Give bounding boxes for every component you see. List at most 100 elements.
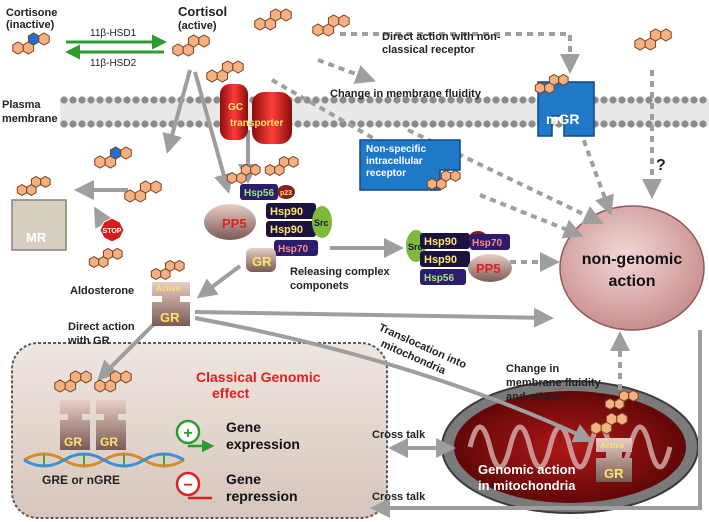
lipid-head <box>312 120 320 128</box>
lipid-head <box>132 96 140 104</box>
lipid-head <box>384 96 392 104</box>
lipid-head <box>618 96 626 104</box>
lipid-head <box>447 120 455 128</box>
cortisol-to-complex-arrow <box>193 71 234 194</box>
mito-gr: Active GR <box>596 438 632 482</box>
lipid-head <box>465 96 473 104</box>
gene-repression: − Gene repression <box>175 471 298 504</box>
steroid-ring <box>660 28 672 42</box>
hsp90-label-left-2: Hsp90 <box>270 224 303 236</box>
lipid-head <box>438 120 446 128</box>
lipid-head <box>411 120 419 128</box>
gr-dimer: GR GR <box>60 400 126 450</box>
lipid-head <box>303 120 311 128</box>
steroid-ring <box>269 8 282 22</box>
lipid-head <box>393 120 401 128</box>
lipid-head <box>321 96 329 104</box>
lipid-head <box>348 96 356 104</box>
classical-label-2: effect <box>212 385 250 401</box>
lipid-head <box>465 120 473 128</box>
cross-talk-bottom-arrow <box>370 330 702 518</box>
cross-talk-label-2: Cross talk <box>372 491 426 503</box>
lipid-head <box>78 96 86 104</box>
lipid-head <box>636 96 644 104</box>
direct-nonclassical-label-1: Direct action with non- <box>382 31 501 43</box>
steroid-ring <box>604 398 616 410</box>
steroid-ring <box>634 37 646 51</box>
gr-label-active: GR <box>160 310 180 325</box>
lipid-head <box>366 120 374 128</box>
lipid-head <box>366 96 374 104</box>
lipid-head <box>213 120 221 128</box>
lipid-head <box>123 120 131 128</box>
nongenomic-action <box>559 205 705 331</box>
hsp70-label-left: Hsp70 <box>278 244 308 255</box>
lipid-head <box>699 96 707 104</box>
lipid-head <box>627 96 635 104</box>
hsp90-label-right-2: Hsp90 <box>424 254 457 266</box>
lipid-head <box>375 120 383 128</box>
steroid-molecule <box>590 412 628 435</box>
steroid-molecule <box>604 389 639 410</box>
lipid-head <box>492 96 500 104</box>
steroid-ring <box>80 370 92 384</box>
steroid-ring <box>250 163 261 176</box>
lipid-head <box>78 120 86 128</box>
lipid-head <box>456 120 464 128</box>
lipid-head <box>195 120 203 128</box>
lipid-head <box>87 96 95 104</box>
steroid-ring <box>590 421 602 435</box>
steroid-ring <box>206 69 218 83</box>
lipid-head <box>528 96 536 104</box>
steroid-ring <box>40 175 51 188</box>
hsp56-label-left: Hsp56 <box>244 188 274 199</box>
hsp70-label-right: Hsp70 <box>472 238 502 249</box>
hsp90-label-right-1: Hsp90 <box>424 236 457 248</box>
direct-nonclassical-label-2: classical receptor <box>382 44 476 56</box>
steroid-molecule <box>206 60 244 83</box>
lipid-head <box>312 96 320 104</box>
lipid-head <box>177 120 185 128</box>
nonspecific-receptor: Non-specific intracellular receptor <box>359 139 461 191</box>
steroid-ring <box>254 17 266 31</box>
gre-label: GRE or nGRE <box>42 473 120 487</box>
steroid-ring <box>278 155 290 168</box>
lipid-head <box>456 96 464 104</box>
lipid-head <box>555 120 563 128</box>
lipid-head <box>114 120 122 128</box>
steroid-ring <box>27 32 40 46</box>
gr-nongenomic-arrow <box>194 307 554 328</box>
lipid-head <box>213 96 221 104</box>
steroid-ring <box>120 146 132 160</box>
transporter-label: transporter <box>230 118 283 129</box>
plasma-label: Plasma <box>2 99 41 111</box>
steroid-ring <box>174 259 185 272</box>
lipid-head <box>420 120 428 128</box>
stop-label: STOP <box>103 228 122 235</box>
stop-sign: STOP <box>99 217 125 243</box>
lipid-head <box>321 120 329 128</box>
lipid-head <box>474 96 482 104</box>
lipid-head <box>600 96 608 104</box>
gc-transporter: GC transporter <box>220 84 292 144</box>
lipid-head <box>681 120 689 128</box>
lipid-head <box>510 96 518 104</box>
steroid-molecule <box>312 14 350 37</box>
lipid-head <box>654 120 662 128</box>
membrane-label: membrane <box>2 113 58 125</box>
chaperone-complex-right: Src Hsp90 p23 Hsp70 Hsp90 PP5 Hsp56 <box>406 230 512 285</box>
plus-sign: + <box>183 425 192 442</box>
steroid-molecule <box>88 247 123 268</box>
aldosterone-label: Aldosterone <box>70 285 134 297</box>
pp5-label-left: PP5 <box>222 216 247 231</box>
steroid-ring <box>628 389 639 402</box>
steroid-molecule <box>94 146 132 169</box>
steroid-ring <box>232 60 244 74</box>
pp5-label-right: PP5 <box>476 261 501 276</box>
lipid-head <box>636 120 644 128</box>
steroid-ring <box>172 43 184 57</box>
lipid-head <box>96 120 104 128</box>
steroid-ring <box>312 23 324 37</box>
steroid-ring <box>150 268 162 280</box>
lipid-head <box>339 96 347 104</box>
